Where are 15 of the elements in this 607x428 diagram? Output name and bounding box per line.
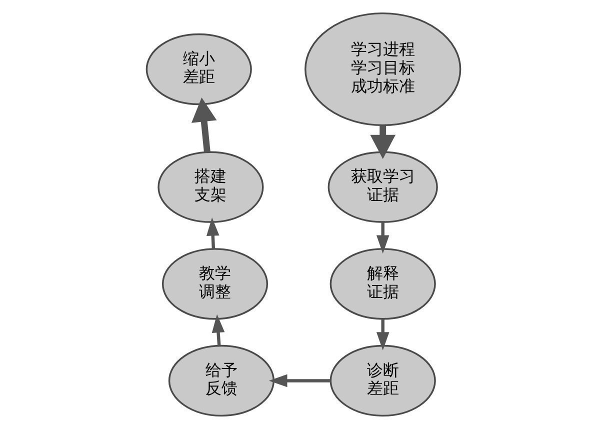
node-ellipse: 诊断差距	[330, 344, 436, 416]
arrow	[370, 124, 396, 158]
arrow	[376, 222, 390, 254]
node-ellipse: 获取学习证据	[328, 150, 438, 222]
arrow	[268, 374, 330, 387]
node-ellipse: 学习进程 学习目标 成功标准	[304, 12, 462, 126]
arrow	[212, 314, 225, 346]
arrow	[191, 97, 217, 152]
node-ellipse: 教学调整	[162, 248, 268, 320]
arrow	[376, 318, 390, 350]
node-ellipse: 搭建支架	[158, 150, 264, 222]
arrow	[206, 216, 220, 248]
node-ellipse: 解释证据	[330, 248, 436, 320]
node-ellipse: 给予反馈	[168, 344, 274, 416]
node-ellipse: 缩小差距	[146, 32, 252, 105]
